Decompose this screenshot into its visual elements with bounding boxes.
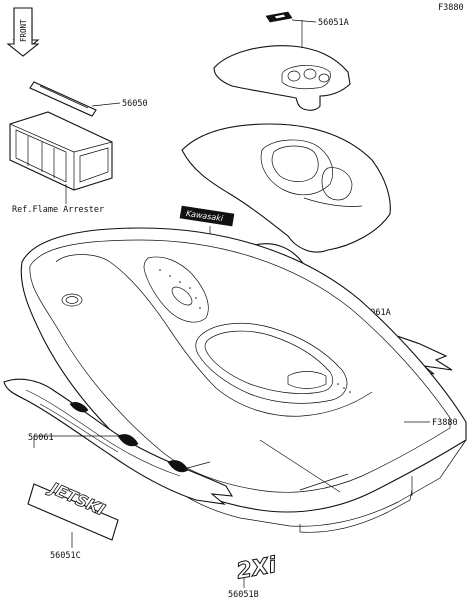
front-arrow-badge: FRONT [6,7,40,57]
model-text: 2Xi [235,553,279,585]
decal-56051a [265,11,293,23]
part-label-f3880: F3880 [432,418,458,428]
part-label-56050: 56050 [122,99,148,109]
figure-code: F3880 [438,3,464,13]
decal-56050 [29,81,97,117]
part-label-56051a: 56051A [318,18,349,28]
front-label: FRONT [19,19,28,42]
part-label-56051c: 56051C [50,551,81,561]
handle-pad [213,45,351,111]
hood-cover [181,123,391,253]
decal-56051-kawasaki: Kawasaki [179,205,235,227]
flame-arrester [9,111,113,191]
hull-deck [20,227,467,533]
part-label-flame-arrester: Ref.Flame Arrester [12,205,104,215]
part-label-56051b: 56051B [228,590,259,600]
stripe-56061 [3,378,234,505]
part-label-56061a: 56061A [360,308,391,318]
part-label-56061: 56061 [28,433,54,443]
decal-56051b-2xi: 2Xi [234,552,279,585]
decal-56051c-jetski: JETSKI [27,477,119,541]
deck-texture [159,269,351,393]
